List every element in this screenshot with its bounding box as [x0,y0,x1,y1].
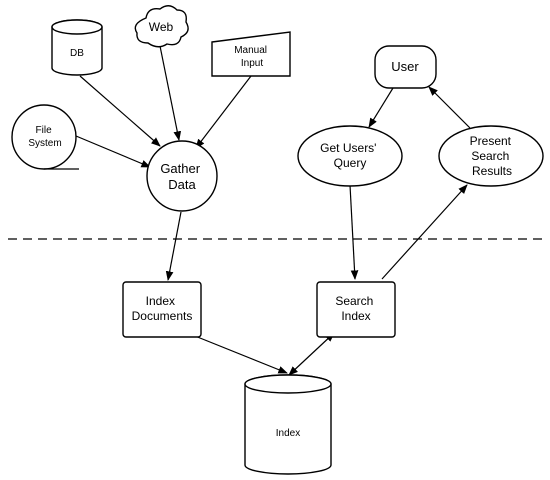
present-search-results-line-3: Results [472,164,512,178]
edge-manual-gather [195,75,252,149]
search-index-line-1: Search [335,294,373,308]
get-users-query-line-1: Get Users' [320,141,376,155]
svg-text:Get Users' Query: Get Users' Query [320,141,380,170]
search-index-node: Search Index [316,281,396,338]
manual-input-line-2: Input [241,58,263,69]
gather-data-line-2: Data [168,177,196,192]
file-system-node: File System [11,104,79,170]
edge-query-searchindex [349,184,359,280]
manual-input-node: Manual Input [211,31,291,77]
edge-db-gather [79,75,161,147]
svg-text:Manual Input: Manual Input [234,45,270,69]
manual-input-line-1: Manual [234,45,267,56]
index-documents-line-2: Documents [132,309,193,323]
file-system-line-1: File [36,125,53,136]
edge-searchindex-present [381,184,468,280]
svg-text:Gather Data: Gather Data [160,161,203,192]
edge-index-searchindex [288,332,335,376]
svg-text:Present Search Res: Present Search Results [470,134,515,178]
get-users-query-node: Get Users' Query [297,125,403,187]
svg-text:Search Index: Search Index [335,294,376,323]
edge-indexdocs-index [194,335,288,374]
edge-gather-indexdocs [165,211,182,281]
db-node: DB [51,19,103,76]
gather-data-line-1: Gather [160,161,200,176]
edge-filesystem-gather [75,135,151,168]
index-documents-line-1: Index [146,294,175,308]
edges [75,45,471,376]
user-node: User [374,45,437,89]
gather-data-node: Gather Data [146,140,218,212]
index-label: Index [276,428,300,439]
index-node: Index [244,374,332,475]
db-label: DB [70,48,84,59]
index-documents-node: Index Documents [122,281,202,338]
get-users-query-line-2: Query [334,156,367,170]
user-label: User [391,59,419,74]
edge-present-user [428,86,471,129]
svg-text:Index Documents: Index Documents [132,294,193,323]
web-node: Web [134,5,189,48]
present-search-results-node: Present Search Results [438,125,544,187]
search-index-line-2: Index [341,309,370,323]
edge-web-gather [159,45,182,141]
edge-user-query [368,87,394,128]
file-system-line-2: System [28,138,61,149]
web-label: Web [149,20,174,34]
present-search-results-line-2: Search [471,149,509,163]
svg-text:File System: File System [28,125,61,149]
present-search-results-line-1: Present [470,134,512,148]
